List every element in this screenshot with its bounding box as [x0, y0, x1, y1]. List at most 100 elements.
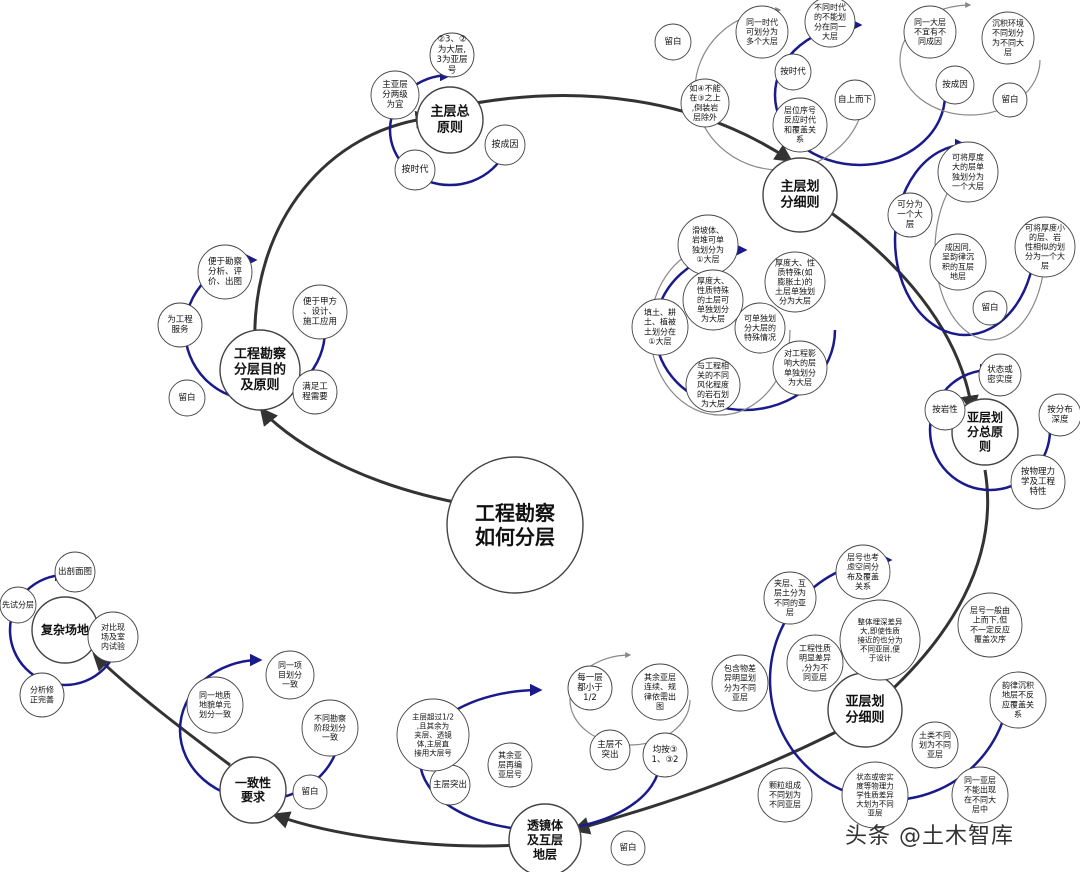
leaf-mainprin-2-circle: [429, 32, 475, 78]
leaf-lens-2-label: ,且其余为: [417, 721, 449, 731]
leaf-main-special-7-label: 与工程相: [697, 360, 729, 370]
leaf-mainprin-3-circle: [484, 124, 526, 166]
leaf-complex-1-label: 先试分层: [2, 600, 34, 610]
leaf-main-left-2-label: ,倒装岩: [692, 102, 719, 112]
hub-consistency-label: 一致性: [235, 775, 271, 790]
leaf-sub-2-label: 不同的亚: [774, 597, 806, 607]
hub-purpose-label: 工程勘察: [234, 346, 287, 362]
leaf-sub-11-label: 在不同大: [964, 794, 996, 804]
leaf-main-era-5-circle: [772, 97, 828, 153]
leaf-sub-3-label: 不一定反应: [970, 624, 1010, 634]
leaf-subprin-4-label: 按物理力: [1021, 466, 1055, 477]
leaf-cons-2-label: 一致: [282, 679, 298, 689]
center-node-label: 如何分层: [475, 525, 555, 549]
leaf-main-right-3-label: 分为一个大: [1025, 251, 1065, 261]
leaf-subprin-1-circle: [924, 389, 966, 431]
leaf-complex-1: 先试分层: [0, 586, 37, 624]
leaf-sub-4-label: 不同亚层,便: [860, 644, 900, 654]
leaf-purpose-2-circle: [292, 284, 348, 340]
leaf-main-gen-3-circle: [981, 11, 1035, 65]
leaf-main-era-2-label: 同一时代: [746, 17, 778, 27]
leaf-sub-10-label: 不同划为: [769, 790, 801, 800]
leaf-main-gen-3-label: 不同划分: [992, 28, 1024, 38]
watermark-text: 头条 @土木智库: [845, 824, 1014, 849]
leaf-cons-2-circle: [265, 650, 315, 700]
leaf-lens-4-label: 突出: [601, 749, 618, 760]
leaf-main-special-7-circle: [685, 357, 741, 413]
leaf-purpose-2: 便于甲方、设计、施工应用: [292, 284, 348, 340]
leaf-main-special-4-circle: [682, 269, 744, 331]
leaf-main-left-2-label: 如④不能: [689, 83, 720, 93]
leaf-main-left-1-circle: [654, 23, 692, 61]
connector-center-to-purpose: [259, 407, 471, 507]
hub-consistency-circle: [219, 756, 287, 824]
leaf-mainprin-2-label: 号: [448, 65, 457, 75]
gcycle-era: [694, 7, 866, 171]
leaf-sub-6-label: 亚层: [732, 693, 748, 702]
leaf-sub-1-label: 层号也考: [847, 552, 879, 562]
leaf-main-right-3-label: 层: [1041, 262, 1049, 271]
hub-purpose-label: 及原则: [240, 377, 279, 393]
leaf-main-right-2-label: 层: [906, 220, 915, 230]
leaf-purpose-2-label: 施工应用: [303, 316, 337, 327]
leaf-complex-2: 出剖面图: [54, 551, 96, 593]
leaf-mainprin-4: 按时代: [394, 149, 436, 191]
leaf-sub-8-circle: [989, 671, 1047, 729]
leaf-complex-3-label: 内试验: [101, 641, 125, 651]
leaf-sub-5-label: 工程性质: [799, 643, 831, 653]
leaf-complex-4-circle: [19, 672, 65, 718]
connector-cons-to-complex: [92, 652, 231, 767]
connector-mainprin-to-main: [449, 94, 793, 162]
leaf-lens-2-label: 主层超过1/2: [412, 712, 454, 722]
leaf-subprin-1-label: 按岩性: [932, 404, 958, 415]
leaf-main-special-1-label: 特殊情况: [744, 332, 776, 342]
leaf-sub-5-label: 同亚层: [803, 673, 827, 682]
hub-purpose-circle: [219, 329, 301, 411]
leaf-lens-6-circle: [631, 663, 689, 721]
leaf-main-left-1-label: 留白: [664, 36, 681, 47]
leaf-main-special-4-label: 单独划分: [697, 304, 729, 314]
leaf-main-special-2-label: 滑坡体、: [692, 225, 724, 235]
leaf-sub-11-circle: [951, 766, 1009, 824]
leaf-main-special-3-label: 质特殊(如: [777, 267, 812, 277]
leaf-sub-6-label: 分为不同: [724, 682, 756, 692]
leaf-sub-7-label: 土类不同: [919, 730, 951, 740]
leaf-lens-4-label: 主层不: [597, 739, 623, 750]
leaf-sub-1-circle: [835, 544, 891, 600]
leaf-cons-4-label: 留白: [301, 786, 318, 797]
leaf-main-special-3-label: 土层单独划: [775, 286, 815, 296]
leaf-sub-3-label: 上而下,但: [973, 615, 1008, 625]
leaf-main-special-7-label: 为大层: [701, 399, 725, 409]
leaf-mainprin-4-label: 按时代: [401, 163, 428, 175]
leaf-sub-1-label: 关系: [855, 581, 871, 591]
leaf-main-era-2-label: 可划分为: [746, 27, 778, 37]
leaf-main-special-6-label: 为大层: [788, 377, 812, 387]
leaf-sub-11-label: 层中: [972, 804, 988, 814]
leaf-main-right-4-label: 成因同,: [945, 242, 972, 252]
leaf-cons-3-label: 阶段划分: [314, 723, 346, 733]
leaf-cons-4: 留白: [292, 774, 328, 810]
leaf-main-special-1-label: 分大层的: [744, 323, 776, 333]
connector-sub-to-lens: [571, 728, 841, 835]
leaf-purpose-1-label: 便于勘察: [208, 256, 243, 267]
leaf-main-era-5-label: 层位序号: [784, 105, 816, 115]
leaf-main-left-2-label: 在③之上: [689, 93, 720, 103]
leaf-lens-3-label: 其余亚: [498, 750, 522, 760]
leaf-main-special-3-label: 厚度大、性: [775, 257, 815, 267]
leaf-lens-8: 留白: [610, 830, 646, 866]
leaf-sub-3-circle: [957, 592, 1023, 658]
leaf-sub-6-label: 异明显划: [724, 673, 756, 683]
leaf-sub-2-label: 层土分为: [774, 588, 806, 598]
